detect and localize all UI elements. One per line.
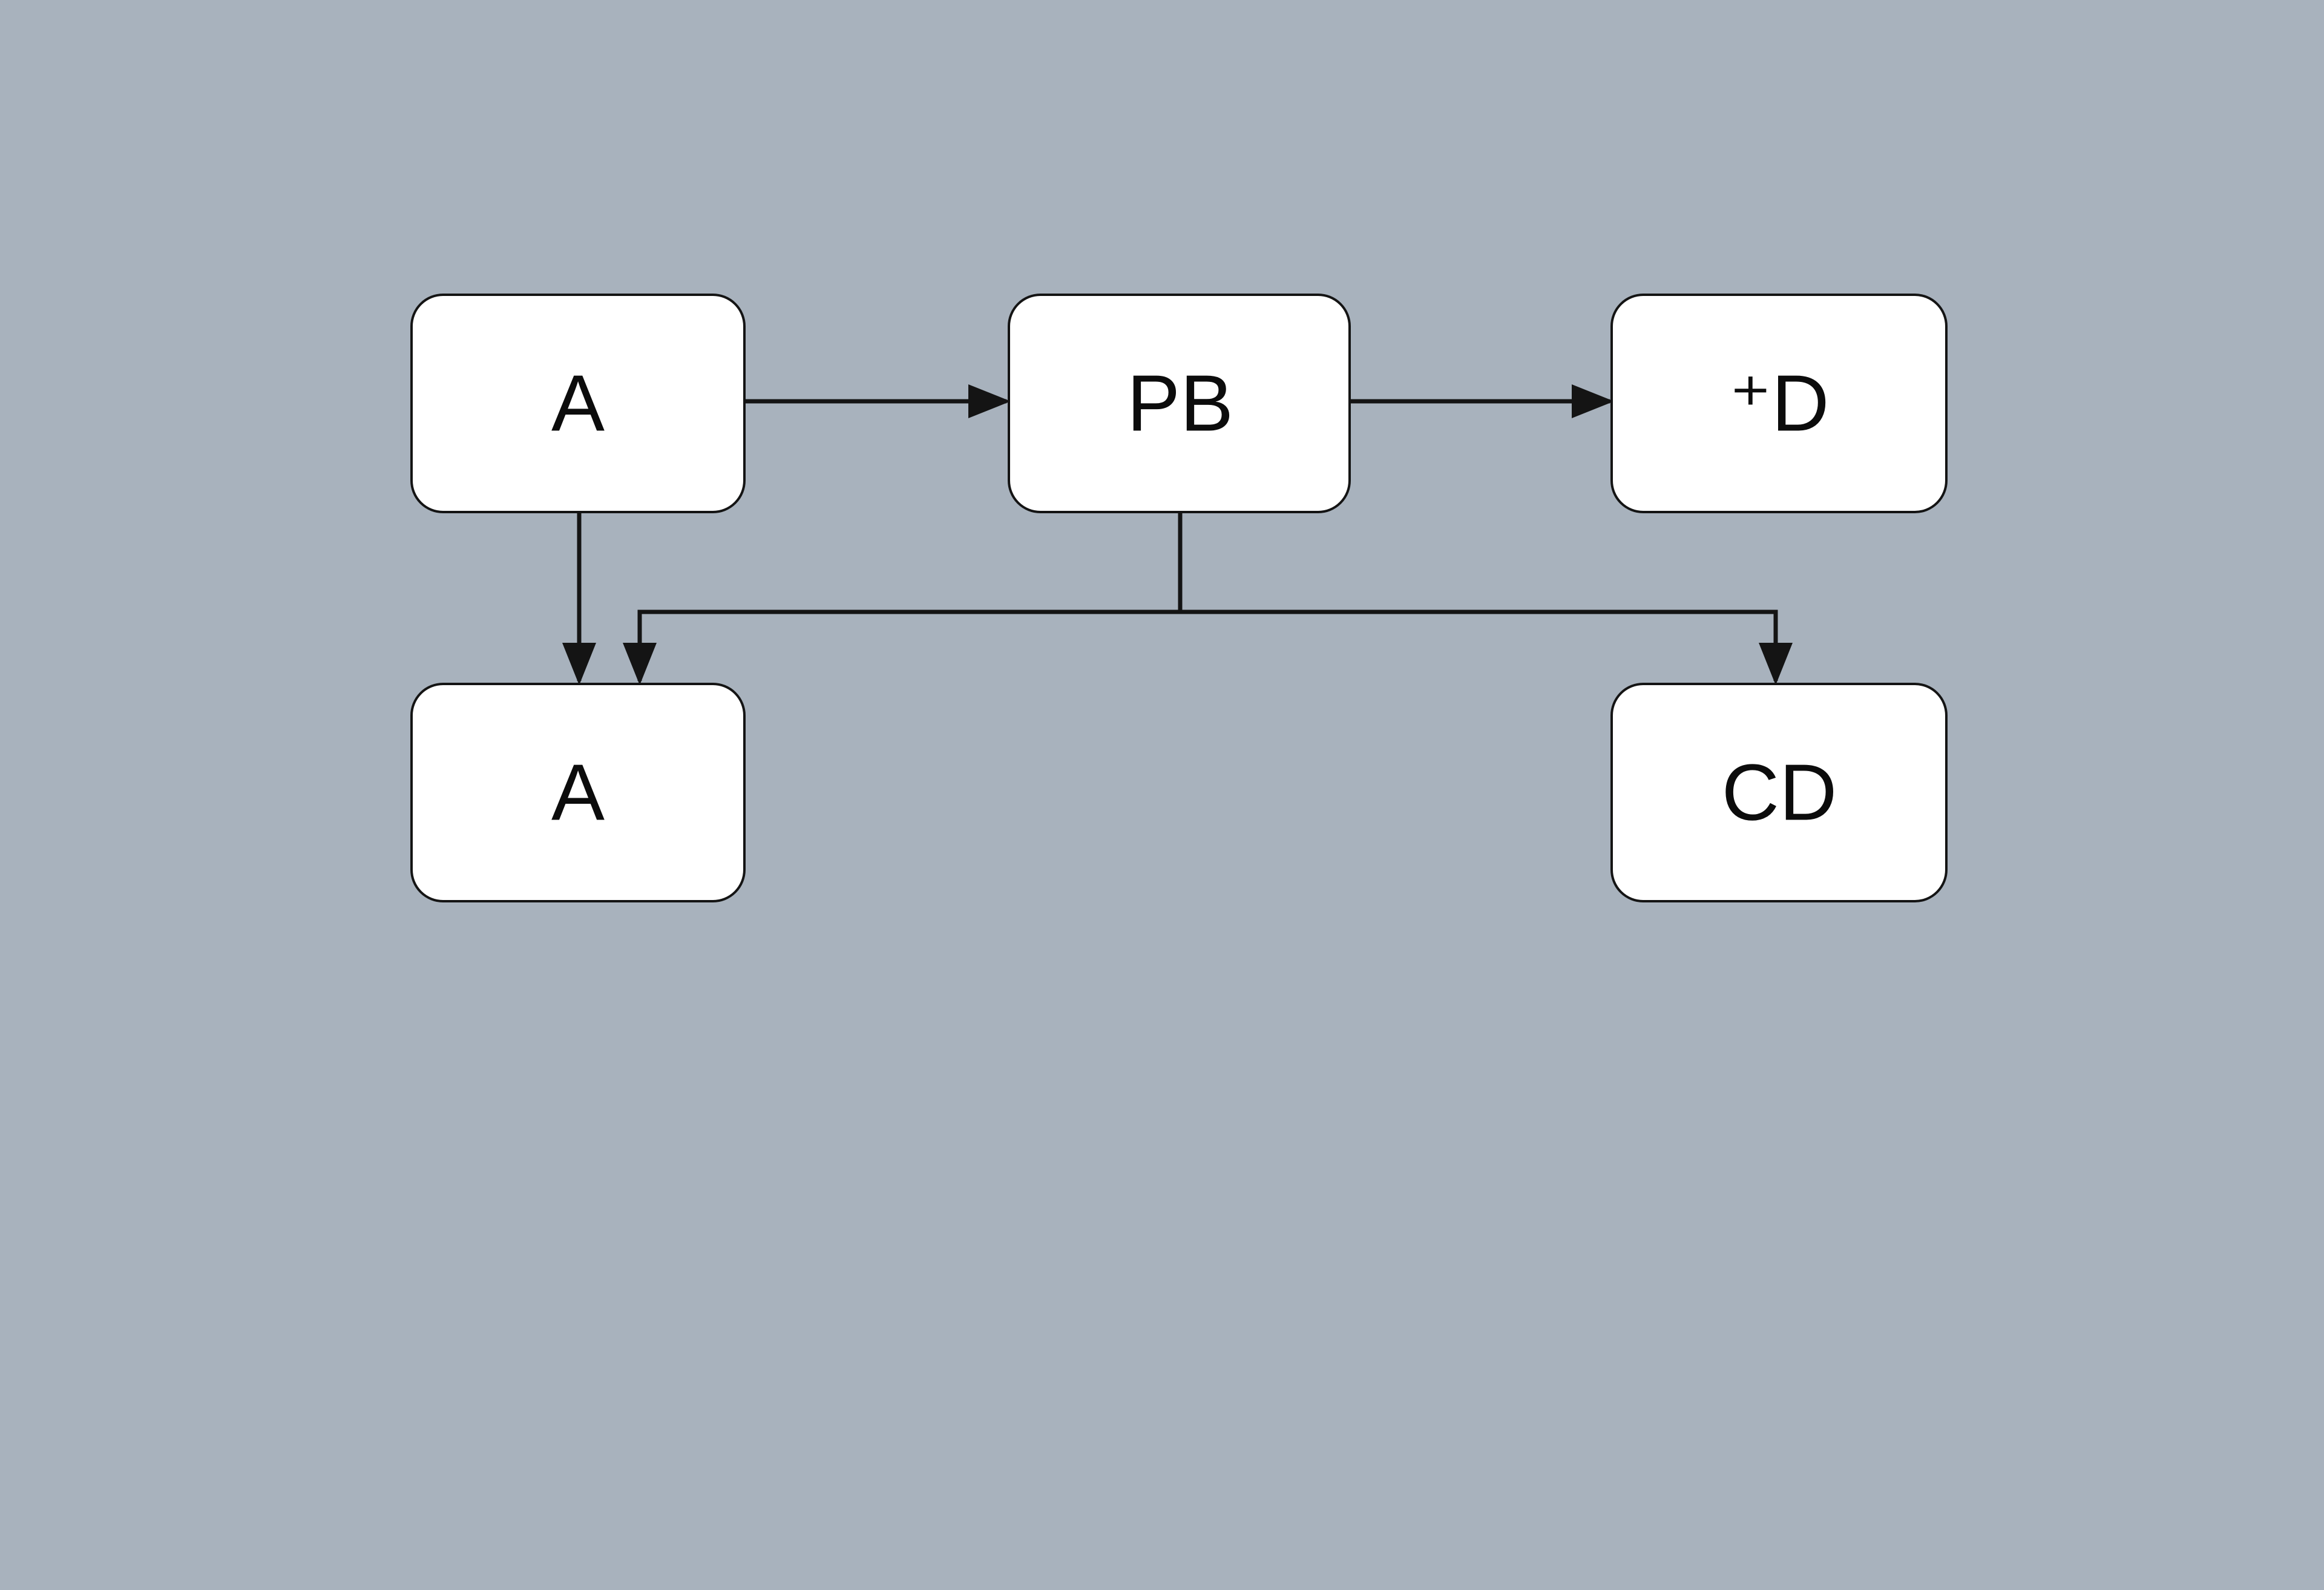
node-pb[interactable]: PB bbox=[1008, 294, 1351, 513]
edge-pb-to-cd bbox=[1180, 609, 1793, 685]
node-cd-label: CD bbox=[1722, 748, 1837, 837]
edges bbox=[562, 384, 1793, 685]
node-pb-label: PB bbox=[1127, 359, 1233, 448]
node-cd[interactable]: CD bbox=[1610, 683, 1948, 902]
node-a-bottom-label: A bbox=[551, 748, 605, 837]
edge-pb-to-a-bottom bbox=[623, 609, 1180, 685]
node-a-top[interactable]: A bbox=[410, 294, 746, 513]
node-cd-box bbox=[1610, 683, 1948, 902]
node-a-top-label: A bbox=[551, 359, 605, 448]
node-d-label: ⁺D bbox=[1730, 359, 1830, 448]
node-a-top-box bbox=[410, 294, 746, 513]
node-d[interactable]: ⁺D bbox=[1610, 294, 1948, 513]
node-pb-box bbox=[1008, 294, 1351, 513]
node-d-box bbox=[1610, 294, 1948, 513]
node-a-bottom-box bbox=[410, 683, 746, 902]
node-a-bottom[interactable]: A bbox=[410, 683, 746, 902]
